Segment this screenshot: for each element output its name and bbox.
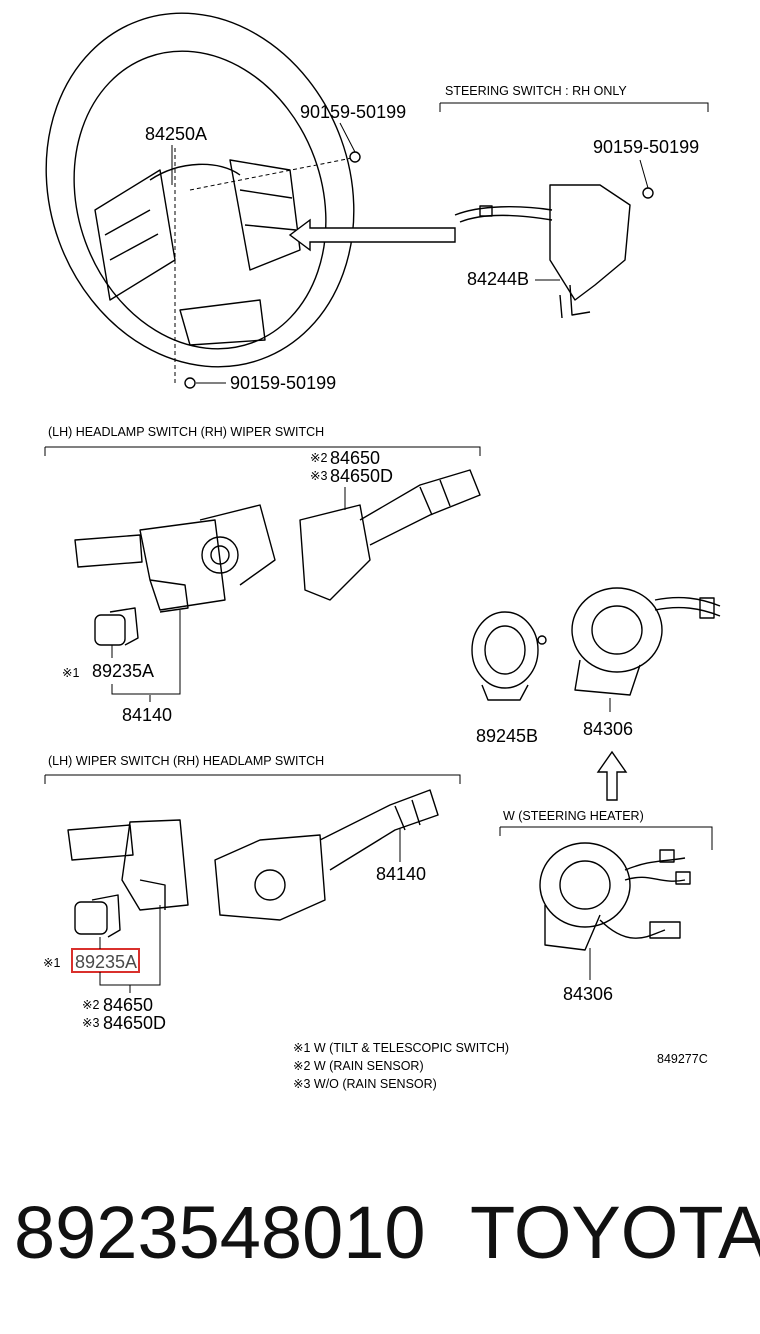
brand-name: TOYOTA — [470, 1191, 760, 1274]
label-sec2-tilt: 89235A — [75, 952, 137, 972]
part-number: 8923548010 — [14, 1191, 426, 1274]
bolt-icon — [642, 187, 654, 199]
drawing-code: 849277C — [657, 1052, 708, 1066]
rh-section-title: STEERING SWITCH : RH ONLY — [445, 84, 627, 98]
footer: 8923548010 TOYOTA — [0, 1188, 760, 1278]
note-3: ※3 W/O (RAIN SENSOR) — [293, 1077, 437, 1091]
label-wheel-airbag: 84250A — [145, 124, 207, 144]
arrow-up-icon — [596, 750, 628, 801]
label-sec1-mark2: ※2 — [310, 451, 327, 465]
label-rh-bolt: 90159-50199 — [593, 137, 699, 157]
label-sec2-mark3: ※3 — [82, 1016, 99, 1030]
label-sec2-tilt-mark: ※1 — [43, 956, 60, 970]
section1-title: (LH) HEADLAMP SWITCH (RH) WIPER SWITCH — [48, 425, 324, 439]
steering-wheel-drawing — [45, 12, 355, 368]
label-sec2-wiper-a: 84650 — [103, 995, 153, 1015]
note-2: ※2 W (RAIN SENSOR) — [293, 1059, 424, 1073]
bolt-icon — [184, 377, 196, 389]
label-sec1-tilt-mark: ※1 — [62, 666, 79, 680]
heater-title: W (STEERING HEATER) — [503, 809, 644, 823]
spiral-cable-drawing — [571, 587, 721, 696]
label-wheel-top-bolt: 90159-50199 — [300, 102, 406, 122]
label-sec2-headlamp: 84140 — [376, 864, 426, 884]
label-wheel-bottom-bolt: 90159-50199 — [230, 373, 336, 393]
heater-spiral-drawing — [539, 842, 691, 951]
lh-wiper-switch-drawing — [67, 819, 189, 911]
label-sec2-wiper-b: 84650D — [103, 1013, 166, 1033]
label-sec1-mark3: ※3 — [310, 469, 327, 483]
label-sec1-combo: 84140 — [122, 705, 172, 725]
headlamp-switch-drawing — [74, 504, 276, 613]
arrow-left-icon — [288, 218, 456, 252]
note-1: ※1 W (TILT & TELESCOPIC SWITCH) — [293, 1041, 509, 1055]
label-sensor: 89245B — [476, 726, 538, 746]
label-sec1-wiper-b: 84650D — [330, 466, 393, 486]
highlight-box — [71, 948, 140, 973]
rh-headlamp-switch-drawing — [214, 789, 439, 921]
label-spiral: 84306 — [583, 719, 633, 739]
wiper-switch-drawing — [299, 469, 481, 601]
label-sec1-wiper-a: 84650 — [330, 448, 380, 468]
label-sec2-mark2: ※2 — [82, 998, 99, 1012]
label-sec1-tilt: 89235A — [92, 661, 154, 681]
section2-title: (LH) WIPER SWITCH (RH) HEADLAMP SWITCH — [48, 754, 324, 768]
lh-tilt-switch-drawing — [74, 894, 121, 938]
label-heater-spiral: 84306 — [563, 984, 613, 1004]
label-rh-switch: 84244B — [467, 269, 529, 289]
rh-steering-switch-drawing — [454, 184, 631, 319]
tilt-switch-drawing — [94, 607, 139, 646]
sensor-drawing — [471, 611, 547, 701]
parts-diagram: 90159-50199 84250A 90159-50199 STEERING … — [43, 12, 721, 1091]
bolt-icon — [349, 151, 361, 163]
